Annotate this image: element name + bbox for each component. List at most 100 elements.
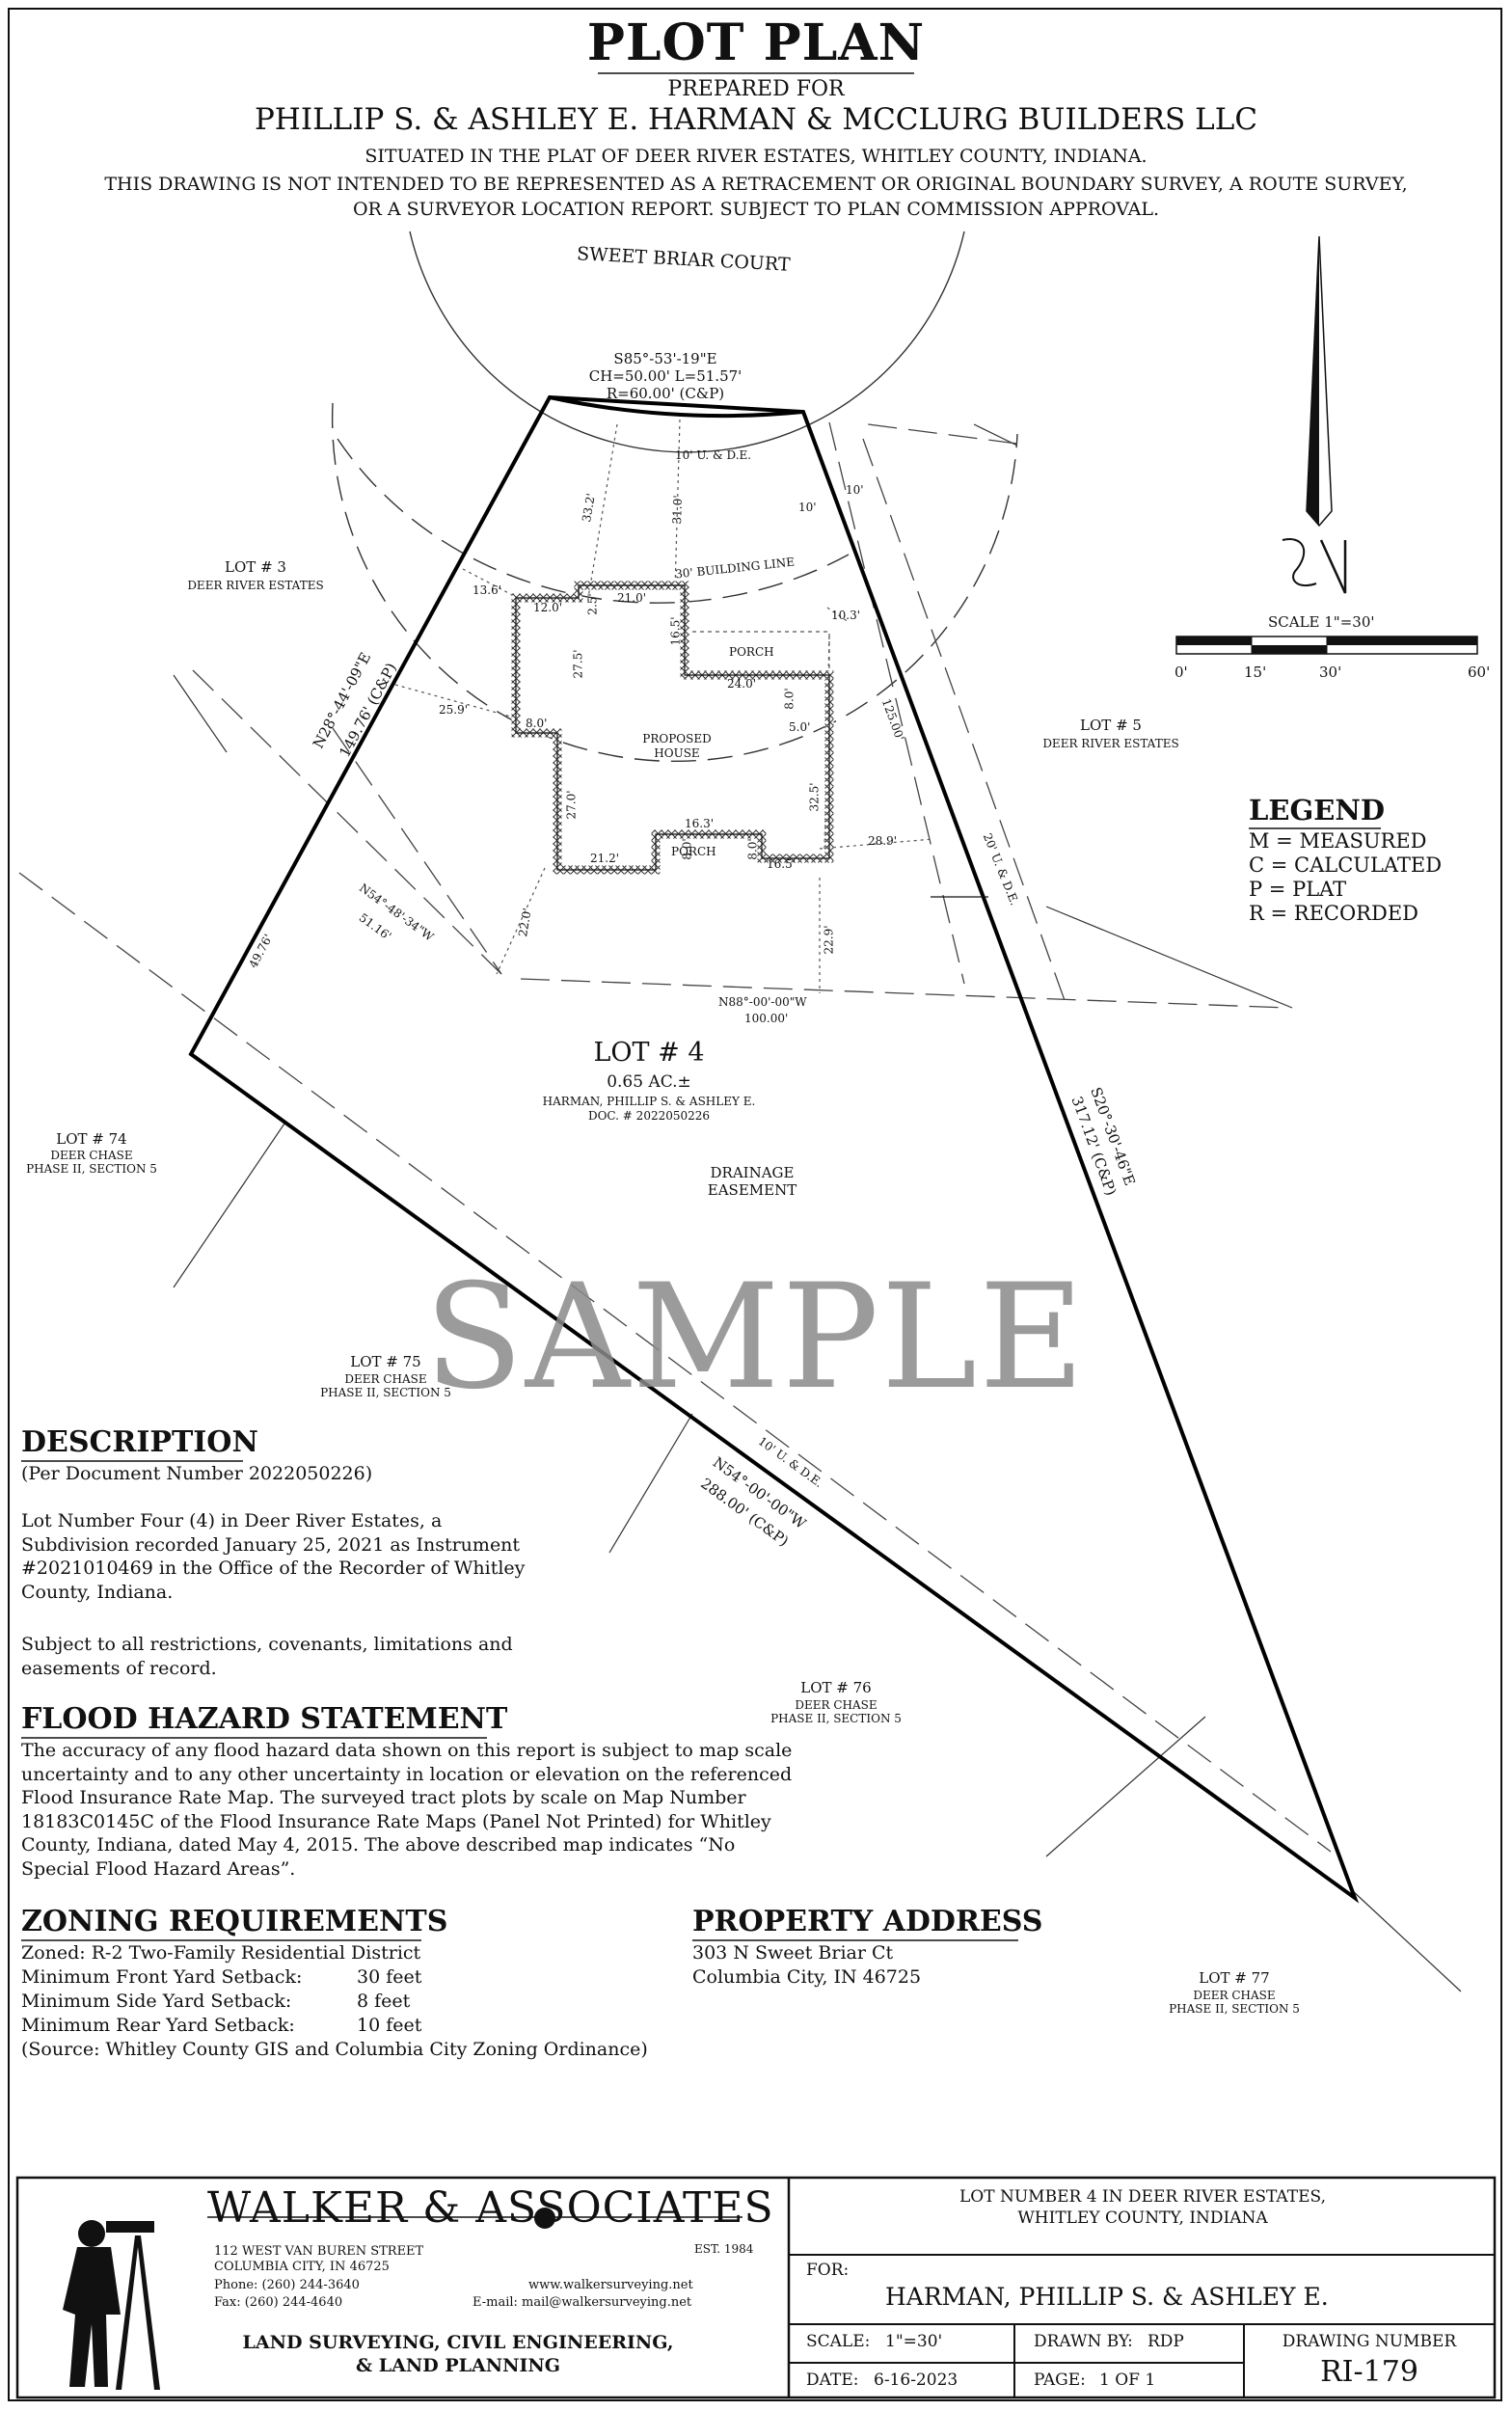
- tb-for-label: FOR:: [806, 2261, 850, 2280]
- lot76-name: LOT # 76: [800, 1679, 872, 1696]
- lot-boundary: [188, 394, 1360, 1904]
- tb-drawing-number-label: DRAWING NUMBER: [1282, 2332, 1457, 2351]
- zoning-source: (Source: Whitley County GIS and Columbia…: [21, 2039, 648, 2060]
- drainage-label-1: DRAINAGE: [710, 1164, 795, 1181]
- description-para2: Subject to all restrictions, covenants, …: [21, 1634, 513, 1679]
- dim-24-0: 24.0': [727, 677, 757, 691]
- dim-16-3: 16.3': [685, 817, 715, 830]
- lot3-sub: DEER RIVER ESTATES: [187, 579, 324, 592]
- prepared-for: PREPARED FOR: [667, 77, 845, 101]
- adjacent-lot-lines: [173, 423, 1462, 1992]
- address-title: PROPERTY ADDRESS: [692, 1905, 1043, 1938]
- drainage-label-2: EASEMENT: [707, 1181, 797, 1199]
- company-web[interactable]: www.walkersurveying.net: [528, 2278, 693, 2292]
- curve-chord: CH=50.00' L=51.57': [588, 367, 742, 385]
- legend-title: LEGEND: [1249, 794, 1386, 826]
- lot3-name: LOT # 3: [225, 558, 286, 576]
- company-services-1: LAND SURVEYING, CIVIL ENGINEERING,: [242, 2332, 674, 2353]
- scale-label: SCALE 1"=30': [1268, 613, 1375, 631]
- scale-tick-15: 15': [1244, 664, 1267, 681]
- client-name: PHILLIP S. & ASHLEY E. HARMAN & MCCLURG …: [254, 102, 1258, 137]
- company-fax: Fax: (260) 244-4640: [214, 2295, 343, 2310]
- cul-de-sac: [331, 230, 1018, 763]
- sample-watermark: SAMPLE: [424, 1254, 1087, 1422]
- lot74-sub2: PHASE II, SECTION 5: [26, 1162, 157, 1176]
- legend-item: M = MEASURED: [1249, 829, 1427, 853]
- dim-2-5: 2.5': [585, 593, 600, 615]
- tb-page-value: 1 OF 1: [1099, 2370, 1156, 2390]
- ten-foot-right: 10': [846, 483, 864, 497]
- easement-lines: [18, 421, 1332, 1853]
- dim-21-0: 21.0': [617, 591, 647, 605]
- drawing-sheet: [8, 8, 1502, 2401]
- description-subtitle: (Per Document Number 2022050226): [21, 1463, 373, 1484]
- company-city: COLUMBIA CITY, IN 46725: [214, 2260, 390, 2274]
- porch-bottom-label: PORCH: [671, 845, 716, 858]
- dim-5-0: 5.0': [789, 720, 811, 734]
- bottom-bearing: N88°-00'-00"W: [718, 995, 807, 1009]
- lot4-title: LOT # 4: [593, 1038, 705, 1068]
- ude-front-label: 10' U. & D.E.: [675, 448, 752, 462]
- zoning-row-value: 10 feet: [357, 2015, 422, 2036]
- lot4-area: 0.65 AC.±: [607, 1072, 691, 1092]
- zoning-row-label: Minimum Side Yard Setback:: [21, 1991, 292, 2012]
- tb-date-label: DATE:: [806, 2370, 859, 2390]
- flood-text: The accuracy of any flood hazard data sh…: [21, 1740, 793, 1880]
- lot76-sub1: DEER CHASE: [795, 1698, 878, 1712]
- flood-title: FLOOD HAZARD STATEMENT: [21, 1702, 508, 1736]
- address-line1: 303 N Sweet Briar Ct: [692, 1942, 894, 1964]
- surveyor-silhouette-icon: [63, 2220, 160, 2390]
- lot5-sub: DEER RIVER ESTATES: [1042, 737, 1179, 750]
- zoning-row-value: 8 feet: [357, 1991, 411, 2012]
- address-line2: Columbia City, IN 46725: [692, 1966, 922, 1988]
- tb-drawn-value: RDP: [1148, 2332, 1184, 2351]
- description-para1: Lot Number Four (4) in Deer River Estate…: [21, 1510, 526, 1603]
- lot5-name: LOT # 5: [1080, 717, 1142, 734]
- lot75-sub1: DEER CHASE: [344, 1372, 427, 1386]
- dim-16-5b: 16.5': [767, 857, 796, 871]
- bottom-length: 100.00': [744, 1012, 789, 1025]
- description-title: DESCRIPTION: [21, 1425, 258, 1459]
- legend-item: P = PLAT: [1249, 878, 1347, 901]
- company-est: EST. 1984: [694, 2242, 754, 2256]
- company-phone: Phone: (260) 244-3640: [214, 2278, 360, 2292]
- dim-8-0a: 8.0': [782, 688, 796, 710]
- lot77-sub2: PHASE II, SECTION 5: [1169, 2002, 1300, 2016]
- company-email[interactable]: E-mail: mail@walkersurveying.net: [472, 2295, 692, 2310]
- logo-dot-icon: [534, 2208, 555, 2229]
- lot4-doc: DOC. # 2022050226: [587, 1109, 711, 1123]
- dim-12-0: 12.0': [533, 601, 563, 614]
- tb-lot-line2: WHITLEY COUNTY, INDIANA: [1017, 2208, 1268, 2228]
- dim-27-5: 27.5': [571, 649, 585, 679]
- house-label-1: PROPOSED: [642, 732, 712, 745]
- title-block-frame: [15, 2176, 1497, 2399]
- ten-foot-left: 10': [798, 501, 817, 514]
- dim-31-0: 31.0': [669, 495, 686, 525]
- dim-8-0d: 8.0': [745, 838, 760, 860]
- house-outline: [515, 584, 830, 871]
- lot77-name: LOT # 77: [1199, 1969, 1270, 1987]
- scale-bar: [1175, 636, 1478, 655]
- zoning-row-label: Minimum Front Yard Setback:: [21, 1966, 303, 1988]
- tb-for-value: HARMAN, PHILLIP S. & ASHLEY E.: [885, 2283, 1329, 2311]
- dim-27-0: 27.0': [564, 790, 579, 820]
- dim-16-5a: 16.5': [668, 616, 683, 646]
- north-arrow-icon: [1282, 235, 1347, 594]
- tb-date-value: 6-16-2023: [874, 2370, 958, 2390]
- lot75-sub2: PHASE II, SECTION 5: [320, 1386, 451, 1399]
- tb-lot-line1: LOT NUMBER 4 IN DEER RIVER ESTATES,: [959, 2187, 1326, 2207]
- dimension-lines: [394, 419, 934, 993]
- lot75-name: LOT # 75: [350, 1353, 421, 1370]
- disclaimer-text: THIS DRAWING IS NOT INTENDED TO BE REPRE…: [104, 174, 1408, 220]
- dim-28-9: 28.9': [868, 834, 898, 848]
- curve-radius: R=60.00' (C&P): [606, 385, 725, 402]
- legend-item: C = CALCULATED: [1249, 853, 1443, 877]
- dim-10-3: 10.3': [831, 609, 861, 622]
- scale-tick-30: 30': [1319, 664, 1342, 681]
- scale-tick-60: 60': [1468, 664, 1491, 681]
- tb-page-label: PAGE:: [1034, 2370, 1086, 2390]
- dim-32-5: 32.5': [807, 782, 822, 812]
- zoning-row-value: 30 feet: [357, 1966, 422, 1988]
- company-street: 112 WEST VAN BUREN STREET: [214, 2244, 424, 2259]
- porch-outlines: [685, 631, 830, 694]
